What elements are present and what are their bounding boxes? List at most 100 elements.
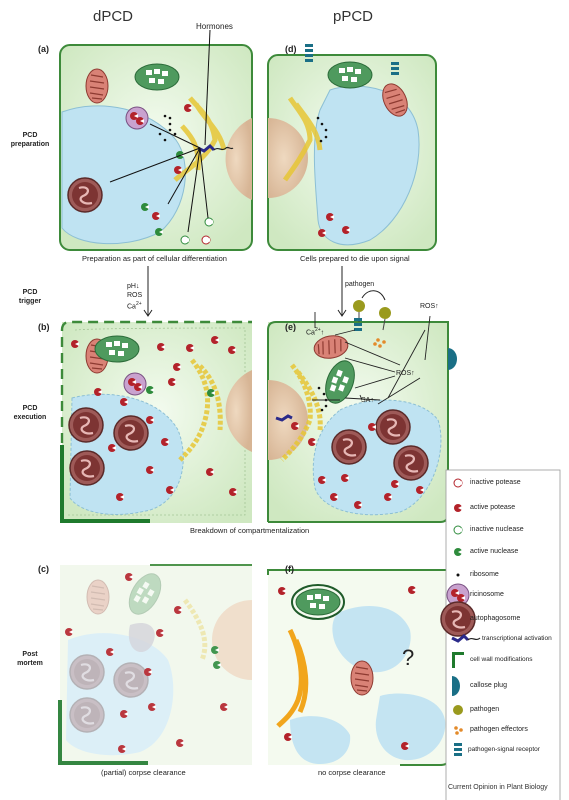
trigger-label: pH↓ ROS Ca2+ (127, 282, 142, 311)
stage-label-line: trigger (18, 298, 42, 305)
panel-label-d: (d) (285, 44, 297, 54)
legend-ricinosome: ricinosome (470, 591, 504, 598)
pathogen-label: pathogen (345, 281, 375, 288)
endoplasmic-reticulum (282, 96, 323, 182)
legend (439, 469, 561, 800)
active-protease-icon (408, 586, 416, 594)
trigger-ca-sup: 2+ (135, 301, 142, 307)
pathogen-signal-receptor-icon (305, 44, 313, 62)
nucleus (225, 118, 252, 200)
active-protease-icon (342, 226, 350, 234)
pathogen-effectors-icon (373, 338, 386, 348)
legend-callose-plug: callose plug (470, 682, 507, 689)
active-nuclease-icon (155, 228, 163, 236)
panel-b (60, 320, 252, 523)
mitochondrion (350, 660, 374, 696)
stage-label-line: PCD (22, 132, 38, 139)
ricinosome-icon (124, 373, 146, 395)
stage-label-preparation: PCD preparation (2, 131, 58, 149)
active-protease-icon (184, 104, 192, 112)
stage-label-line: PCD (22, 405, 38, 412)
pathogen-signal-receptor-icon (354, 318, 362, 331)
panel-label-e: (e) (285, 322, 296, 332)
stage-label-line: preparation (10, 141, 50, 148)
panel-label-a: (a) (38, 44, 49, 54)
transcriptional-activation-icon (275, 414, 293, 422)
caption-b: Breakdown of compartmentalization (190, 526, 310, 535)
panel-a (59, 29, 253, 251)
active-protease-icon (278, 587, 286, 595)
column-header-dpcd: dPCD (93, 8, 134, 25)
chloroplast (94, 335, 140, 363)
active-protease-icon (284, 733, 292, 741)
ribosome-group (317, 386, 328, 412)
autophagosome-icon (112, 414, 150, 452)
caption-c: (partial) corpse clearance (101, 768, 186, 777)
stage-label-line: mortem (17, 660, 43, 667)
trigger-ca: Ca2+ (127, 300, 142, 311)
autophagosome-icon (66, 176, 104, 214)
stage-label-line: PCD (22, 289, 38, 296)
active-protease-icon (174, 166, 182, 174)
trigger-ca-base: Ca (127, 303, 136, 311)
ribosome-group (316, 116, 328, 143)
legend-pathogen-effectors: pathogen effectors (470, 726, 528, 733)
pathogen-signal-receptor-icon (391, 62, 399, 75)
panel-label-b: (b) (38, 322, 50, 332)
active-nuclease-icon (141, 203, 149, 211)
vacuole (66, 633, 174, 756)
active-protease-icon (401, 742, 409, 750)
cell-wall-modifications-icon (58, 700, 148, 765)
inactive-protease-icon (201, 235, 211, 245)
legend-active-nuclease: active nuclease (470, 548, 519, 555)
autophagosome-icon (330, 428, 368, 466)
callose-plug-icon (448, 348, 457, 370)
legend-ribosome: ribosome (470, 571, 499, 578)
signal-arrows (109, 29, 211, 233)
nucleus (268, 118, 308, 198)
pathogen-icon (353, 300, 365, 312)
signaling-arrows (312, 312, 431, 405)
e-sa-label: SA↑ (361, 397, 374, 404)
stage-label-postmortem: Post mortem (2, 650, 58, 668)
trigger-ph: pH↓ (127, 283, 140, 290)
autophagosome-icon (374, 408, 412, 446)
pathogen-icon (379, 307, 391, 319)
caption-a: Preparation as part of cellular differen… (82, 254, 227, 263)
inactive-nuclease-icon (204, 217, 214, 227)
caption-d: Cells prepared to die upon signal (300, 254, 410, 263)
journal-footer: Current Opinion in Plant Biology (448, 784, 548, 791)
legend-pathogen-signal-receptor: pathogen-signal receptor (468, 746, 540, 753)
cell-wall (60, 320, 252, 523)
autophagosome-icon (392, 444, 430, 482)
e-ca-sup: 2+ (314, 327, 321, 333)
stage-label-execution: PCD execution (2, 404, 58, 422)
chloroplast (295, 588, 341, 616)
e-ros-top-label: ROS↑ (420, 303, 439, 310)
active-protease-icon (318, 229, 326, 237)
caption-f: no corpse clearance (318, 768, 386, 777)
ribosome-group (158, 114, 177, 142)
panel-label-c: (c) (38, 564, 49, 574)
active-protease-icon (326, 213, 334, 221)
panel-label-f: (f) (285, 564, 294, 574)
column-header-ppcd: pPCD (333, 8, 374, 25)
e-ros-mid-label: ROS↑ (396, 370, 415, 377)
stage-label-line: execution (13, 414, 47, 421)
transcriptional-activation-icon (197, 143, 216, 153)
e-ca-base: Ca (306, 329, 315, 337)
legend-inactive-protease: inactive potease (470, 479, 521, 486)
panel-e (267, 290, 457, 523)
legend-cell-wall-modifications: cell wall modifications (470, 656, 533, 663)
autophagosome-icon (67, 406, 105, 444)
question-mark: ? (402, 645, 415, 670)
legend-inactive-nuclease: inactive nuclease (470, 526, 524, 533)
autophagosome-icon (68, 449, 106, 487)
inactive-nuclease-icon (180, 235, 190, 245)
hormones-label: Hormones (196, 22, 233, 31)
e-ca-label: Ca2+↑ (306, 327, 324, 336)
stage-label-line: Post (22, 651, 38, 658)
ricinosome-icon (126, 107, 148, 129)
legend-transcriptional-activation: transcriptional activation (482, 635, 552, 642)
